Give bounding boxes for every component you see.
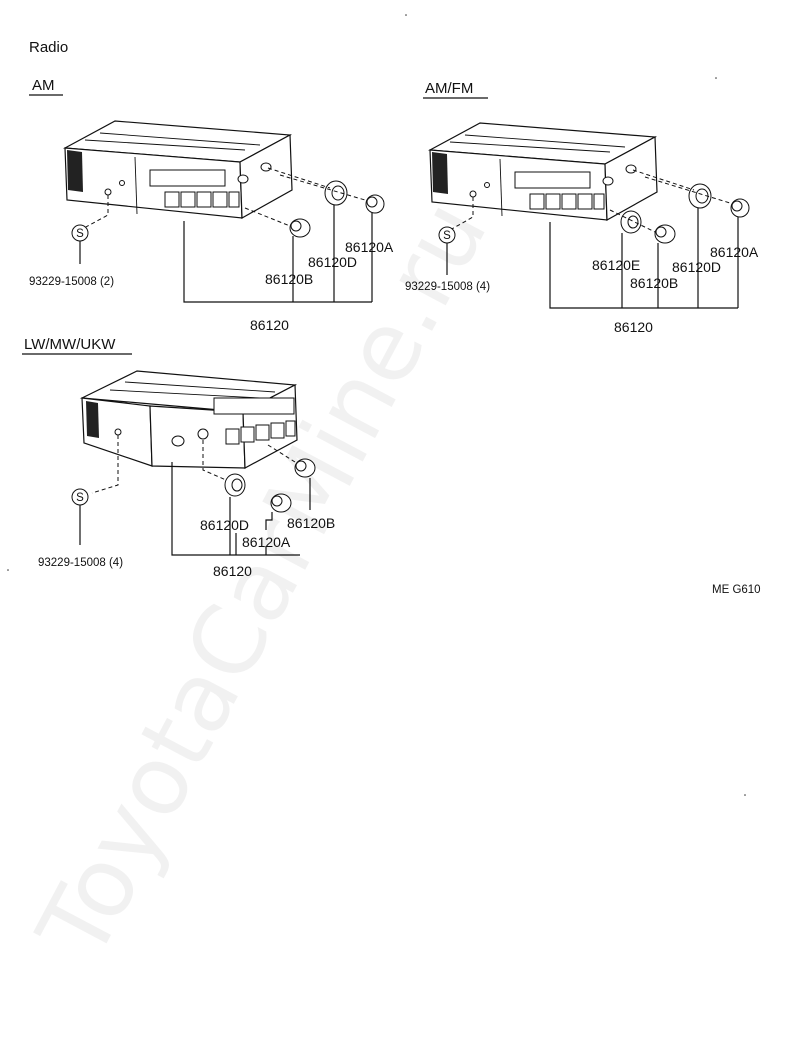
screw-am: S xyxy=(71,224,89,242)
knob-86120d-amfm xyxy=(688,183,712,209)
assembly-label-lw-mw-ukw: 86120 xyxy=(213,563,252,579)
knob-86120d-am xyxy=(324,180,348,206)
part-label-86120e-amfm: 86120E xyxy=(592,257,640,273)
section-am: AM xyxy=(29,77,394,333)
part-label-86120a-am: 86120A xyxy=(345,239,394,255)
part-label-86120d-lw-mw-ukw: 86120D xyxy=(200,517,249,533)
part-label-86120b-lw-mw-ukw: 86120B xyxy=(287,515,335,531)
knob-86120b-amfm xyxy=(654,224,676,244)
part-label-86120d-amfm: 86120D xyxy=(672,259,721,275)
assembly-label-am: 86120 xyxy=(250,317,289,333)
screw-symbol: S xyxy=(443,230,451,242)
knob-86120a-am xyxy=(365,194,385,214)
part-label-86120d-am: 86120D xyxy=(308,254,357,270)
section-heading-lw-mw-ukw: LW/MW/UKW xyxy=(24,336,116,353)
screw-amfm: S xyxy=(438,226,456,244)
knob-86120b-lw-mw-ukw xyxy=(294,458,316,478)
section-amfm: AM/FM xyxy=(405,80,759,335)
part-label-86120a-lw-mw-ukw: 86120A xyxy=(242,534,291,550)
part-label-86120b-am: 86120B xyxy=(265,271,313,287)
screw-symbol: S xyxy=(76,228,84,240)
assembly-label-amfm: 86120 xyxy=(614,319,653,335)
radio-unit-lw-mw-ukw xyxy=(79,370,298,469)
part-label-86120a-amfm: 86120A xyxy=(710,244,759,260)
section-heading-amfm: AM/FM xyxy=(425,80,473,97)
knob-86120a-lw-mw-ukw xyxy=(270,493,292,513)
diagram-code: ME G610 xyxy=(712,584,761,596)
screw-part-number-amfm: 93229-15008 (4) xyxy=(405,281,490,293)
page-title: Radio xyxy=(29,39,68,56)
screw-part-number-am: 93229-15008 (2) xyxy=(29,276,114,288)
screw-symbol: S xyxy=(76,492,84,504)
knob-86120a-amfm xyxy=(730,198,750,218)
knob-86120d-lw-mw-ukw xyxy=(224,473,246,497)
radio-unit-amfm xyxy=(427,122,658,222)
screw-part-number-lw-mw-ukw: 93229-15008 (4) xyxy=(38,557,123,569)
section-heading-am: AM xyxy=(32,77,55,94)
radio-unit-am xyxy=(62,120,293,220)
knob-86120e-amfm xyxy=(620,210,642,234)
section-lw-mw-ukw: LW/MW/UKW xyxy=(22,336,335,579)
screw-lw-mw-ukw: S xyxy=(71,488,89,506)
part-label-86120b-amfm: 86120B xyxy=(630,275,678,291)
knob-86120b-am xyxy=(289,218,311,238)
